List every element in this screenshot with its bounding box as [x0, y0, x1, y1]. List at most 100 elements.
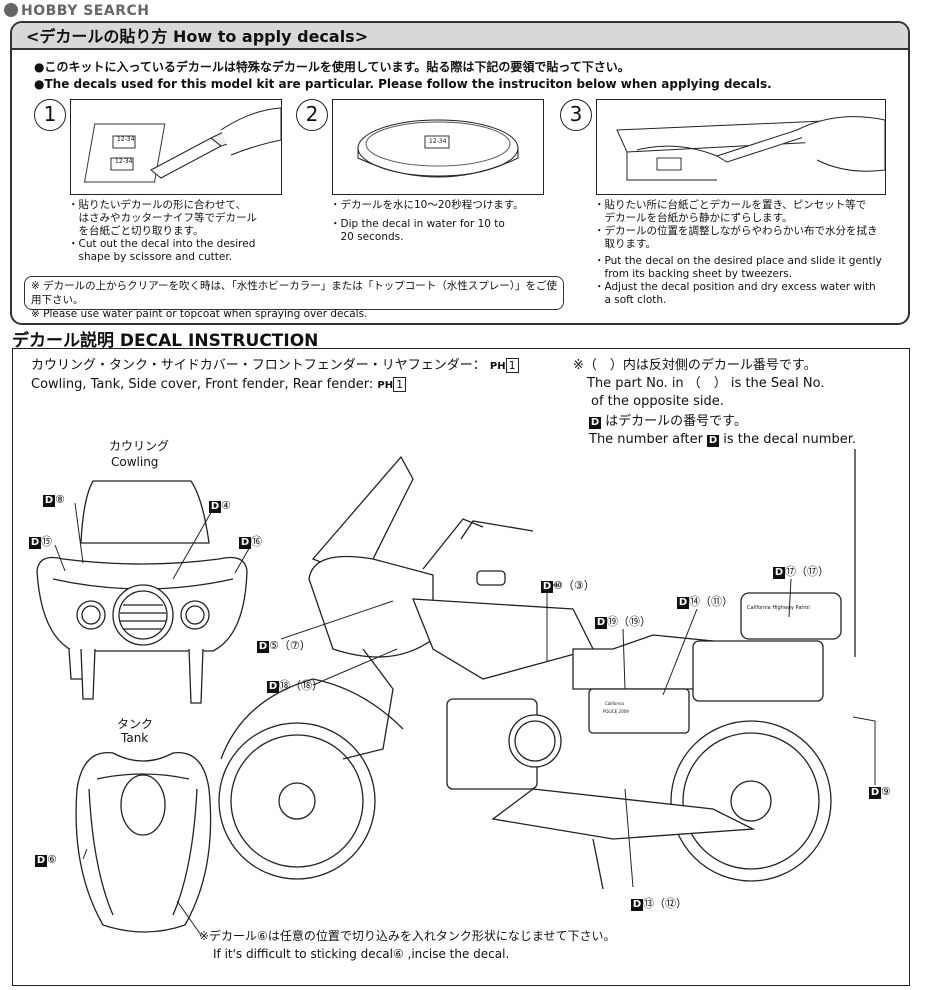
decal-d-icon: D: [29, 537, 41, 549]
step-2-line: ・Dip the decal in water for 10 to: [330, 218, 505, 230]
cowling-drawing: [36, 480, 248, 704]
callout-number: ⑭（⑪）: [689, 595, 733, 608]
decal-d-icon: D: [239, 537, 251, 549]
step-1-line: を台紙ごと切り取ります。: [68, 225, 204, 237]
motorcycle-drawing: [218, 449, 856, 890]
callout-number: ⑧: [55, 493, 65, 506]
d-note-jp: はデカールの番号です。: [605, 414, 747, 429]
side-text-a: California: [605, 701, 624, 706]
spray-note-box: ※ デカールの上からクリアーを吹く時は、「水性ホビーカラー」または「トップコート…: [24, 276, 564, 320]
decal-d-icon: D: [773, 567, 785, 579]
decal-d-icon: D: [869, 787, 881, 799]
side-text-b: POLICE 2009: [603, 709, 629, 714]
d-note-en-a: The number after: [589, 432, 703, 447]
intro-en: ●The decals used for this model kit are …: [34, 77, 772, 91]
step-1-illustration: 12-34 12-34: [70, 99, 282, 195]
step-3-line: ・貼りたい所に台紙ごとデカールを置き、ピンセット等で: [594, 199, 867, 211]
step-3-line: ・デカールの位置を調整しながらやわらかい布で水分を拭き: [594, 225, 878, 237]
footer-note-jp: ※デカール⑥は任意の位置で切り込みを入れタンク形状になじませて下さい。: [199, 929, 616, 943]
d-note-jp-line: D はデカールの番号です。: [589, 413, 747, 431]
part-num: 1: [505, 358, 519, 373]
step-3-line: ・Adjust the decal position and dry exces…: [594, 281, 876, 293]
parts-line-en: Cowling, Tank, Side cover, Front fender,…: [31, 376, 407, 395]
callout-number: ⑬（⑫）: [643, 897, 687, 910]
step-2-line: 20 seconds.: [330, 231, 404, 243]
step-3-number: 3: [560, 99, 592, 131]
step-1-decal-b: 12-34: [115, 158, 133, 165]
decal-d-icon: D: [257, 641, 269, 653]
remark-en-1: The part No. in （ ） is the Seal No.: [587, 376, 825, 391]
step-1-notes: ・貼りたいデカールの形に合わせて、 はさみやカッターナイフ等でデカール を台紙ご…: [68, 199, 293, 264]
part-code: PH: [489, 361, 506, 372]
cut-decal-drawing: [83, 107, 281, 183]
callout-number: ⑰（⑰）: [785, 565, 829, 578]
step-3-line: from its backing sheet by tweezers.: [594, 268, 793, 280]
step-3-line: 取ります。: [594, 238, 656, 250]
spray-note-en: ※ Please use water paint or topcoat when…: [31, 308, 368, 320]
step-3-notes: ・貼りたい所に台紙ごとデカールを置き、ピンセット等で デカールを台紙から静かにず…: [594, 199, 899, 307]
step-3-line: ・Put the decal on the desired place and …: [594, 255, 882, 267]
step-3-illustration: [596, 99, 886, 195]
step-1-line: ・Cut out the decal into the desired: [68, 238, 256, 250]
callout-number: ⑱（⑱）: [279, 679, 323, 692]
step-2-illustration: 12-34: [332, 99, 544, 195]
decal-section-title: デカール説明 DECAL INSTRUCTION: [12, 331, 319, 351]
step-1-line: ・貼りたいデカールの形に合わせて、: [68, 199, 246, 211]
tank-drawing: [75, 752, 212, 933]
callout-number: ⑮: [41, 535, 52, 548]
callout-number: ⑲（⑲）: [607, 615, 651, 628]
howto-panel: <デカールの貼り方 How to apply decals> ●このキットに入っ…: [10, 21, 910, 325]
tank-jp: タンク: [117, 717, 154, 731]
step-1-number: 1: [34, 99, 66, 131]
decal-d-icon: D: [209, 501, 221, 513]
watermark-logo: HOBBY SEARCH: [4, 3, 149, 19]
step-3-line: デカールを台紙から静かにずらします。: [594, 212, 793, 224]
decal-d-icon: D: [677, 597, 689, 609]
remark-jp: ※（ ）内は反対側のデカール番号です。: [573, 358, 817, 373]
step-2-line: ・デカールを水に10～20秒程つけます。: [330, 199, 524, 211]
decal-d-icon: D: [541, 581, 553, 593]
step-2-number: 2: [296, 99, 328, 131]
part-code: PH: [377, 380, 394, 391]
box-text: California Highway Patrol: [747, 605, 810, 611]
decal-drawings: [36, 449, 876, 936]
watermark-text: HOBBY SEARCH: [21, 3, 150, 19]
part-num: 1: [393, 377, 407, 392]
decal-d-icon: D: [595, 617, 607, 629]
callout-number: ⑥: [47, 853, 57, 866]
parts-jp: カウリング・タンク・サイドカバー・フロントフェンダー・リヤフェンダー：: [31, 358, 486, 373]
decal-d-icon: D: [707, 435, 720, 447]
spray-note-jp: ※ デカールの上からクリアーを吹く時は、「水性ホビーカラー」または「トップコート…: [31, 280, 558, 306]
tank-en: Tank: [121, 731, 149, 745]
callout-number: ⑤（⑦）: [269, 639, 311, 652]
step-1-line: shape by scissore and cutter.: [68, 251, 233, 263]
cowling-en: Cowling: [111, 455, 159, 469]
decal-d-icon: D: [631, 899, 643, 911]
decal-d-icon: D: [43, 495, 55, 507]
callout-number: ⑩（③）: [553, 579, 595, 592]
parts-en: Cowling, Tank, Side cover, Front fender,…: [31, 377, 374, 392]
logo-icon: [4, 3, 18, 17]
water-dish-drawing: [357, 119, 519, 178]
step-2-decal: 12-34: [429, 138, 447, 145]
d-note-en-b: is the decal number.: [723, 432, 856, 447]
callout-number: ⑨: [881, 785, 891, 798]
callout-number: ④: [221, 499, 231, 512]
step-3-line: a soft cloth.: [594, 294, 667, 306]
step-1-decal-a: 12-34: [117, 136, 135, 143]
leader-lines: [54, 502, 876, 936]
step-2-notes: ・デカールを水に10～20秒程つけます。 ・Dip the decal in w…: [330, 199, 555, 244]
howto-title: <デカールの貼り方 How to apply decals>: [12, 23, 908, 50]
